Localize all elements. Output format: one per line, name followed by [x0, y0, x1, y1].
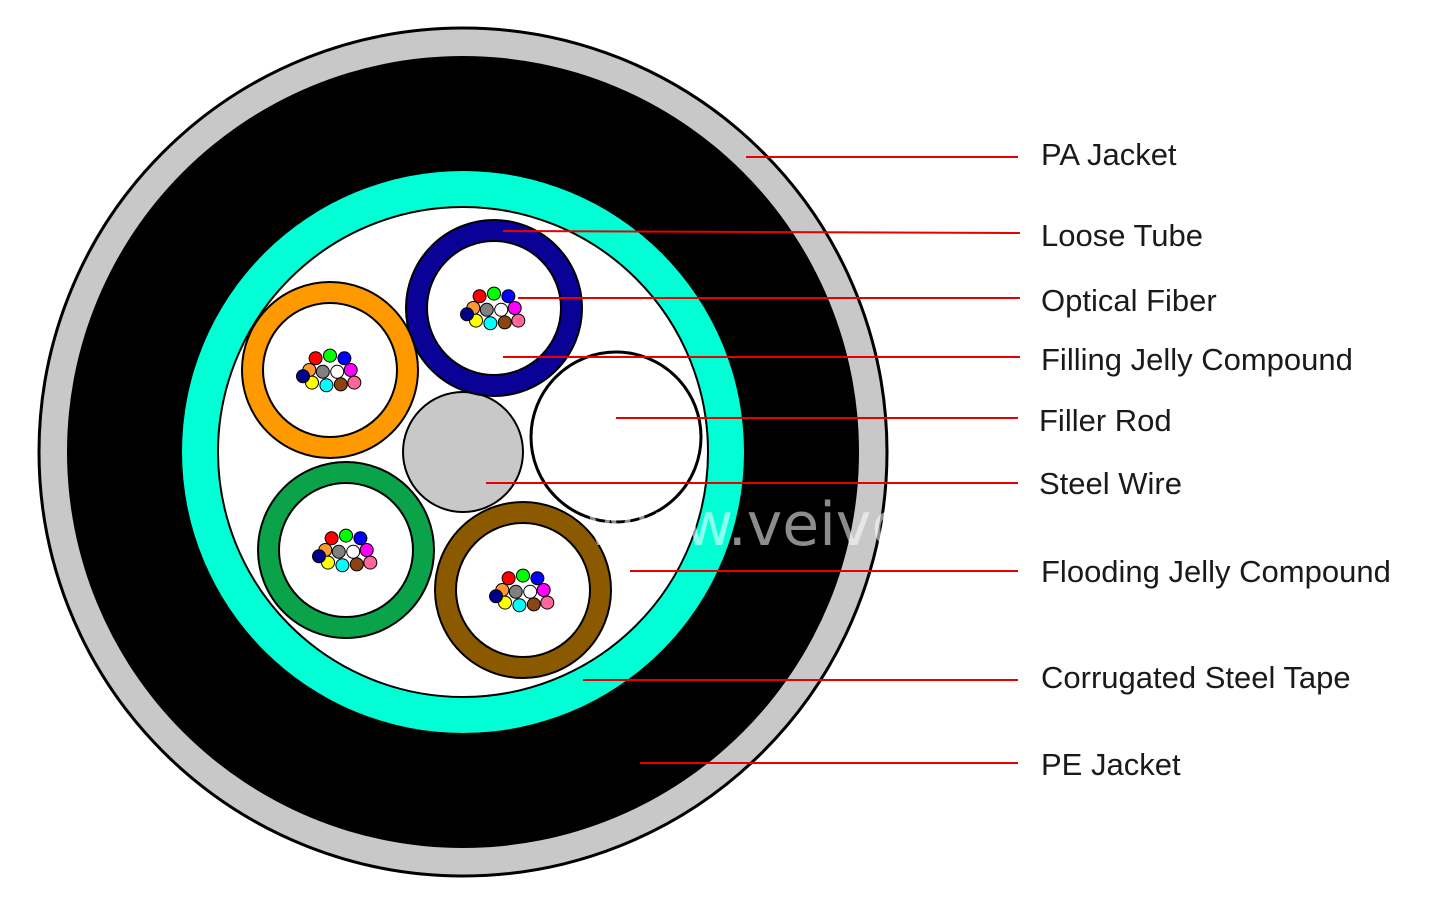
optical-fiber: [487, 286, 501, 301]
loose-tubes-group: [241, 219, 612, 679]
optical-fiber: [523, 584, 538, 599]
optical-fiber: [507, 301, 522, 315]
optical-fiber: [333, 377, 348, 392]
label-steel-wire: Steel Wire: [1039, 466, 1182, 501]
optical-fiber: [349, 557, 364, 572]
optical-fiber: [511, 313, 526, 328]
optical-fiber: [489, 589, 503, 604]
label-filling-jelly: Filling Jelly Compound: [1041, 342, 1353, 377]
optical-fiber: [353, 531, 368, 546]
optical-fiber: [346, 544, 361, 559]
optical-fiber: [347, 375, 362, 390]
optical-fiber: [540, 595, 555, 610]
optical-fiber: [508, 584, 523, 599]
optical-fiber: [359, 543, 374, 557]
optical-fiber: [337, 351, 352, 366]
optical-fiber: [483, 316, 498, 331]
label-corrugated-tape: Corrugated Steel Tape: [1041, 660, 1351, 695]
optical-fiber: [315, 364, 330, 379]
loose-tube-blue-filling-jelly: [426, 240, 562, 376]
watermark-text: www.veivot.com: [586, 490, 1079, 560]
loose-tube-green-filling-jelly: [278, 482, 414, 618]
loose-tube-orange-filling-jelly: [262, 302, 398, 438]
optical-fiber: [494, 302, 509, 317]
optical-fiber: [343, 363, 358, 377]
optical-fiber: [296, 369, 310, 384]
optical-fiber: [530, 571, 545, 586]
optical-fiber: [479, 302, 494, 317]
label-flooding-jelly: Flooding Jelly Compound: [1041, 554, 1391, 589]
optical-fiber: [335, 558, 350, 573]
leader-loose-tube: [502, 230, 1021, 234]
optical-fiber: [501, 289, 516, 304]
optical-fiber: [330, 364, 345, 379]
optical-fiber: [312, 549, 326, 564]
optical-fiber: [460, 307, 474, 322]
loose-tube-brown-filling-jelly: [455, 522, 591, 658]
labels: PA Jacket Loose Tube Optical Fiber Filli…: [1039, 137, 1391, 782]
optical-fiber: [308, 351, 323, 366]
label-pe-jacket: PE Jacket: [1041, 747, 1181, 782]
label-optical-fiber: Optical Fiber: [1041, 283, 1217, 318]
optical-fiber: [472, 289, 487, 304]
optical-fiber: [516, 568, 530, 583]
optical-fiber: [339, 528, 353, 543]
label-loose-tube: Loose Tube: [1041, 218, 1203, 253]
optical-fiber: [526, 597, 541, 612]
optical-fiber: [497, 315, 512, 330]
label-filler-rod: Filler Rod: [1039, 403, 1172, 438]
leader-lines: [486, 156, 1021, 764]
optical-fiber: [319, 378, 334, 393]
optical-fiber: [536, 583, 551, 597]
steel-wire-core: [402, 391, 524, 513]
filler-rod: [529, 350, 703, 524]
optical-fiber: [363, 555, 378, 570]
optical-fiber: [512, 598, 527, 613]
optical-fiber: [331, 544, 346, 559]
label-pa-jacket: PA Jacket: [1041, 137, 1177, 172]
optical-fiber: [324, 531, 339, 546]
optical-fiber: [323, 348, 337, 363]
optical-fiber: [501, 571, 516, 586]
